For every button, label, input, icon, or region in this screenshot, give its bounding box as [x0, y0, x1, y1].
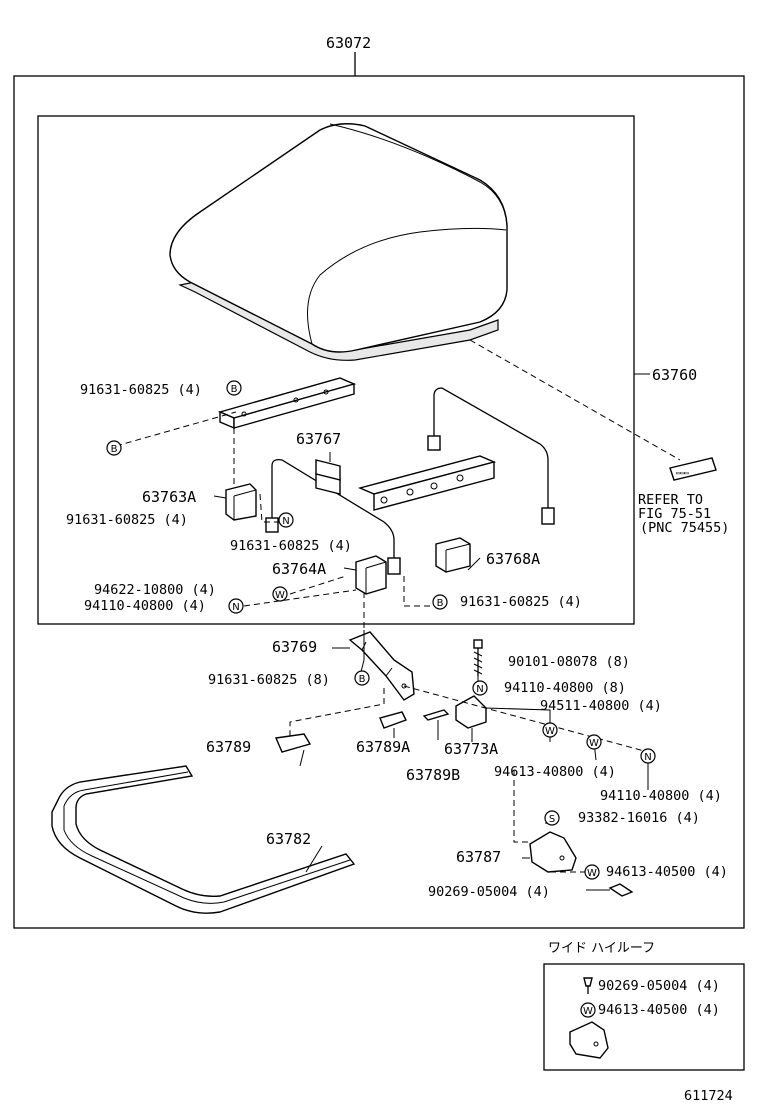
washer-symbol: W: [272, 586, 288, 602]
svg-text:B: B: [359, 674, 366, 685]
nut-symbol: N: [472, 680, 488, 696]
nut-symbol: N: [228, 598, 244, 614]
label-nut-94110-a: 94110-40800 (4): [84, 598, 206, 614]
bolt-symbol: B: [106, 440, 122, 456]
figure-number: 611724: [684, 1088, 733, 1104]
label-bracket-63768a: 63768A: [486, 550, 540, 568]
reference-line-3: (PNC 75455): [640, 520, 729, 536]
label-washer-94613-b: 94613-40500 (4): [606, 864, 728, 880]
nut-symbol: N: [278, 512, 294, 528]
variant-clip-label: 90269-05004 (4): [598, 978, 720, 994]
reference-label-drawing: ▭▭▭: [669, 457, 717, 481]
variant-frame: [543, 963, 745, 1071]
label-screw-93382: 93382-16016 (4): [578, 810, 700, 826]
svg-text:B: B: [231, 384, 238, 395]
screw-symbol: S: [544, 810, 560, 826]
screw-90101-drawing: [473, 639, 483, 676]
cap-63787-drawing: [529, 831, 577, 873]
label-cushion: 63760: [652, 366, 697, 384]
svg-text:W: W: [583, 1006, 593, 1017]
label-bolt-2: 91631-60825 (4): [66, 512, 188, 528]
cover-63789-drawing: [274, 733, 312, 753]
label-washer-94613-a: 94613-40800 (4): [494, 764, 616, 780]
washer-symbol: W: [586, 734, 602, 750]
variant-cap-drawing: [569, 1021, 609, 1059]
bolt-symbol: B: [432, 594, 448, 610]
bracket-63768a-drawing: [435, 537, 471, 573]
outer-frame: [13, 75, 745, 929]
label-washer-94511: 94511-40800 (4): [540, 698, 662, 714]
label-nut-94110-c: 94110-40800 (4): [600, 788, 722, 804]
label-bolt-1: 91631-60825 (4): [80, 382, 202, 398]
seat-cushion-drawing: [169, 123, 508, 361]
label-bolt-3: 91631-60825 (4): [230, 538, 352, 554]
cover-63789a-drawing: [379, 711, 407, 729]
frame-63782-drawing: [51, 765, 356, 914]
label-nut-94110-b: 94110-40800 (8): [504, 680, 626, 696]
washer-symbol: W: [584, 864, 600, 880]
bracket-63767-drawing: [315, 459, 341, 495]
reference-line-2: FIG 75-51: [638, 506, 711, 522]
cover-63789b-drawing: [422, 709, 450, 721]
support-63769-drawing: [348, 631, 415, 701]
variant-clip-drawing: [583, 977, 593, 994]
label-bracket-63763a: 63763A: [142, 488, 196, 506]
variant-washer-label: 94613-40500 (4): [598, 1002, 720, 1018]
bolt-symbol: B: [354, 670, 370, 686]
label-bolt-5: 91631-60825 (8): [208, 672, 330, 688]
svg-text:W: W: [587, 868, 597, 879]
svg-text:S: S: [549, 814, 555, 825]
washer-symbol: W: [542, 722, 558, 738]
cushion-frame: [37, 115, 635, 625]
label-cap-63787: 63787: [456, 848, 501, 866]
svg-text:B: B: [437, 598, 444, 609]
svg-text:W: W: [545, 726, 555, 737]
label-cover-63789: 63789: [206, 738, 251, 756]
label-frame-63782: 63782: [266, 830, 311, 848]
label-screw-90101: 90101-08078 (8): [508, 654, 630, 670]
svg-text:N: N: [232, 602, 239, 613]
svg-text:B: B: [111, 444, 118, 455]
label-cover-63789a: 63789A: [356, 738, 410, 756]
seat-rod-rear: [427, 387, 555, 525]
svg-text:W: W: [275, 590, 285, 601]
bracket-63773a-drawing: [455, 695, 487, 729]
label-washer-94622: 94622-10800 (4): [94, 582, 216, 598]
variant-title: ワイド ハイルーフ: [548, 941, 655, 956]
bracket-63763a-drawing: [225, 483, 257, 521]
washer-symbol: W: [580, 1002, 596, 1018]
label-bracket-63767: 63767: [296, 430, 341, 448]
svg-text:N: N: [282, 516, 289, 527]
label-bolt-4: 91631-60825 (4): [460, 594, 582, 610]
svg-text:N: N: [644, 752, 651, 763]
svg-text:N: N: [476, 684, 483, 695]
label-mark-text: ▭▭▭: [676, 469, 689, 477]
label-clip-90269: 90269-05004 (4): [428, 884, 550, 900]
clip-90269-drawing: [608, 883, 634, 897]
reference-line-1: REFER TO: [638, 492, 703, 508]
bolt-symbol: B: [226, 380, 242, 396]
bracket-63764a-drawing: [355, 555, 387, 595]
svg-text:W: W: [589, 738, 599, 749]
label-support-63769: 63769: [272, 638, 317, 656]
nut-symbol: N: [640, 748, 656, 764]
label-assy: 63072: [326, 34, 371, 52]
label-bracket-63773a: 63773A: [444, 740, 498, 758]
seat-rail-left: [217, 377, 357, 430]
label-cover-63789b: 63789B: [406, 766, 460, 784]
leaders: [115, 339, 681, 891]
seat-rail-right: [357, 455, 497, 511]
label-bracket-63764a: 63764A: [272, 560, 326, 578]
